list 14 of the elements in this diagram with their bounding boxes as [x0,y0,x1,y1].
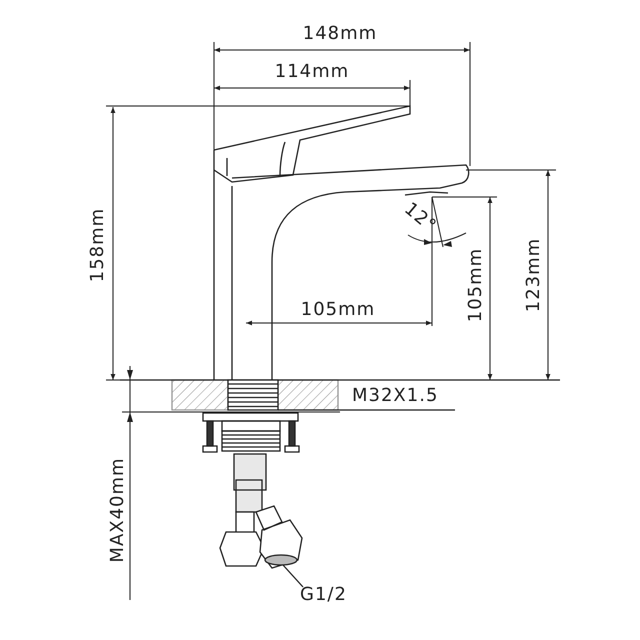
hose-nut-drawing [219,505,303,569]
dimension-label: 114mm [274,62,350,82]
thread-drawing [227,379,279,411]
dimension-label: 148mm [302,24,378,44]
dimension-label: 105mm [466,248,486,322]
dimension-label: MAX40mm [108,457,128,563]
dimension-label: 158mm [88,208,108,282]
callout-text: G1/2 [300,585,347,605]
dimension-label: 105mm [300,300,376,320]
callout-text: M32X1.5 [352,386,438,406]
leader-line [282,564,304,588]
dimension-label: 12° [400,199,440,237]
dimension-label: 123mm [524,238,544,312]
leader-line [278,409,455,411]
